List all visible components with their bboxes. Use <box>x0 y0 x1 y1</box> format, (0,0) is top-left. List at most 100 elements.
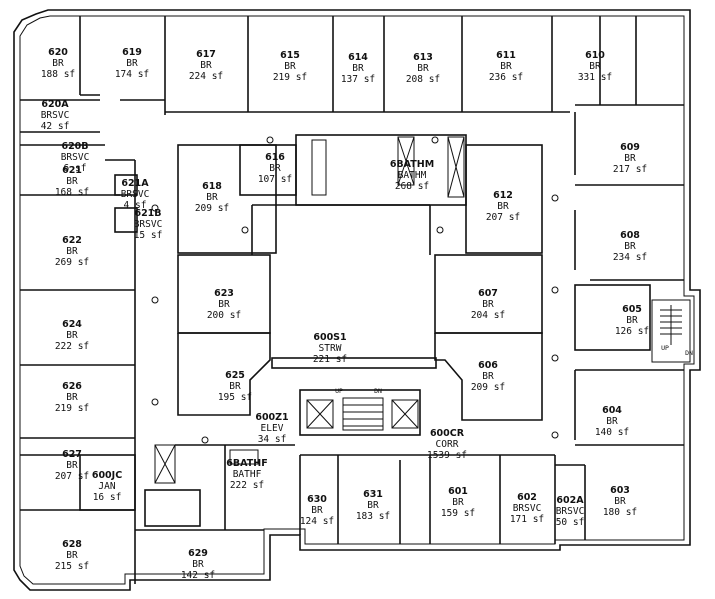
room-type: BR <box>206 192 218 203</box>
room-number: 614 <box>348 52 368 63</box>
room-number: 613 <box>413 52 433 63</box>
room-number: 629 <box>188 548 208 559</box>
room-number: 605 <box>622 304 642 315</box>
room-number: 600S1 <box>313 332 346 343</box>
room-area: 142 sf <box>181 570 215 581</box>
room-number: 617 <box>196 49 216 60</box>
room-type: BR <box>311 505 323 516</box>
room-number: 602 <box>517 492 537 503</box>
room-area: 126 sf <box>615 326 649 337</box>
room-type: BR <box>284 61 296 72</box>
room-type: BR <box>589 61 601 72</box>
room-area: 159 sf <box>441 508 475 519</box>
room-type: BR <box>66 460 78 471</box>
room-area: 124 sf <box>300 516 334 527</box>
stair-tower <box>651 299 691 363</box>
room-area: 209 sf <box>195 203 229 214</box>
room-type: BRSVC <box>134 219 163 230</box>
room-area: 217 sf <box>613 164 647 175</box>
room-number: 601 <box>448 486 468 497</box>
shaft-hatches <box>154 136 465 484</box>
room-type: BR <box>624 153 636 164</box>
room-type: BR <box>500 61 512 72</box>
room-area: 183 sf <box>356 511 390 522</box>
room-type: BRSVC <box>61 152 90 163</box>
room-number: 625 <box>225 370 245 381</box>
room-area: 171 sf <box>510 514 544 525</box>
room-type: BR <box>352 63 364 74</box>
room-type: BR <box>269 163 281 174</box>
room-type: BR <box>218 299 230 310</box>
room-number: 603 <box>610 485 630 496</box>
room-number: 607 <box>478 288 498 299</box>
room-type: ELEV <box>261 423 284 434</box>
room-area: 209 sf <box>471 382 505 393</box>
room-type: BR <box>482 299 494 310</box>
room-number: 602A <box>556 495 584 506</box>
exterior-walls <box>13 9 701 591</box>
top-room-walls <box>79 16 684 115</box>
stair-up-label: UP <box>335 387 343 395</box>
room-type: BR <box>192 559 204 570</box>
corridor-columns <box>151 136 559 444</box>
center-core-walls <box>177 134 543 436</box>
room-area: 174 sf <box>115 69 149 80</box>
room-type: BR <box>66 176 78 187</box>
room-type: BR <box>614 496 626 507</box>
tower-up-label: UP <box>661 344 669 352</box>
room-area: 234 sf <box>613 252 647 263</box>
room-type: BATHF <box>233 469 262 480</box>
room-type: BRSVC <box>41 110 70 121</box>
room-area: 208 sf <box>406 74 440 85</box>
room-type: BR <box>66 330 78 341</box>
room-type: BR <box>200 60 212 71</box>
room-number: 618 <box>202 181 222 192</box>
room-type: BRSVC <box>556 506 585 517</box>
room-type: BRSVC <box>121 189 150 200</box>
room-type: BR <box>497 201 509 212</box>
tower-dn-label: DN <box>685 349 693 357</box>
room-number: 619 <box>122 47 142 58</box>
room-area: 188 sf <box>41 69 75 80</box>
room-type: BATHM <box>398 170 427 181</box>
room-type: BR <box>452 497 464 508</box>
left-room-walls <box>20 99 138 511</box>
room-type: BR <box>417 63 429 74</box>
room-number: 631 <box>363 489 383 500</box>
stair-labels: UP DN UP DN <box>335 344 693 395</box>
room-type: BR <box>367 500 379 511</box>
room-area: 15 sf <box>134 230 163 241</box>
right-room-walls <box>555 112 684 540</box>
room-type: CORR <box>436 439 459 450</box>
room-area: 219 sf <box>273 72 307 83</box>
room-type: STRW <box>319 343 342 354</box>
room-number: 621 <box>62 165 82 176</box>
room-type: BR <box>52 58 64 69</box>
room-type: BR <box>229 381 241 392</box>
room-area: 6 sf <box>64 163 87 174</box>
room-number: 616 <box>265 152 285 163</box>
room-area: 236 sf <box>489 72 523 83</box>
